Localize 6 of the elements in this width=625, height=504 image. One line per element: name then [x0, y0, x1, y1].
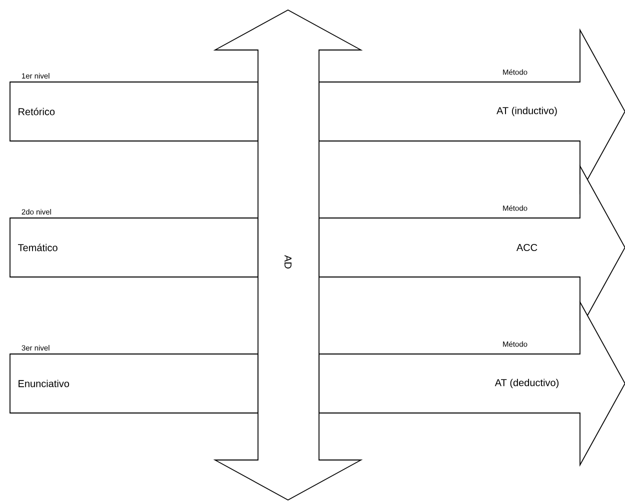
node-label: ACC — [516, 244, 538, 252]
level-box: Retórico — [10, 82, 258, 142]
level-box: Enunciativo — [10, 354, 258, 414]
node-label: AT (deductivo) — [494, 378, 559, 388]
level-box: Temático — [10, 218, 258, 278]
node-label: AD — [284, 255, 292, 268]
